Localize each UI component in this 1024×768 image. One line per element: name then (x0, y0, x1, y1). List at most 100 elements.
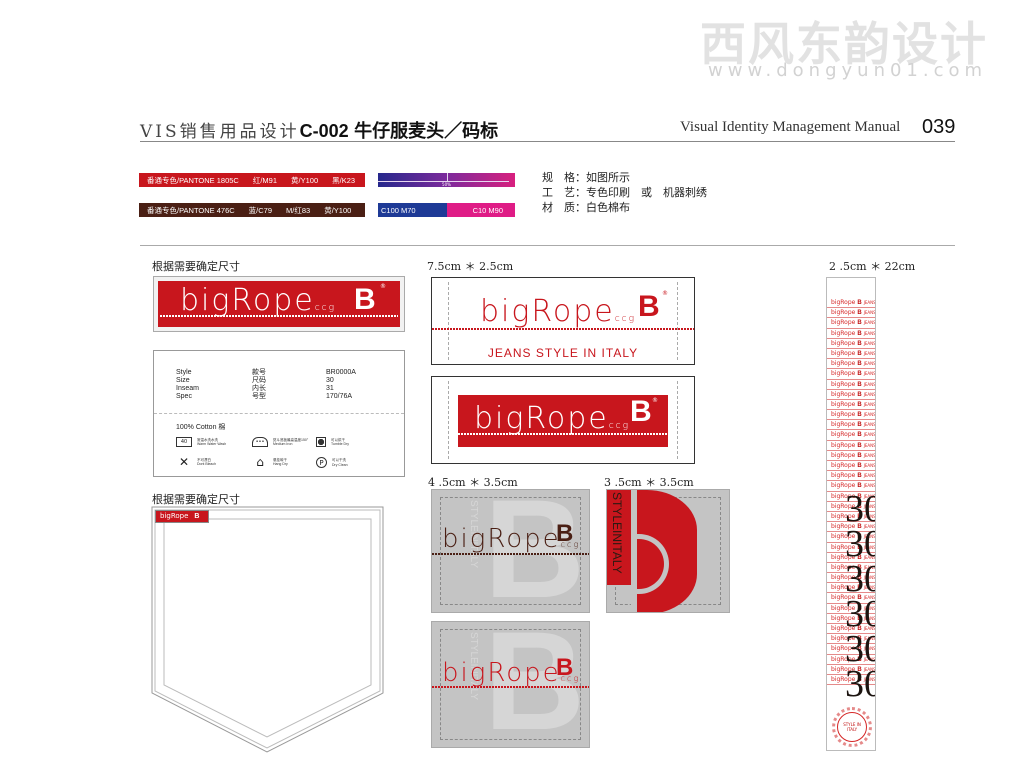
color-bar-brown: 番通专色/PANTONE 476C 蓝/C79 M/红83 黄/Y100 (139, 203, 365, 217)
care-field-cn: 尺码 (252, 377, 266, 384)
b-mark-icon: B (630, 395, 652, 428)
woven-label-red-band: bigRopeccg B ® (431, 376, 695, 464)
size-number: 30 (845, 488, 875, 530)
gradient-line (378, 181, 509, 182)
rope-line (160, 315, 398, 317)
rope-line (432, 328, 694, 330)
tumble-dry-icon (316, 437, 326, 447)
label-red-body: bigRopeccg B ® (458, 395, 668, 447)
manual-name: Visual Identity Management Manual (680, 119, 901, 135)
b-mark-icon: B (556, 654, 574, 681)
watermark-url: www.dongyun01.com (708, 60, 988, 81)
title-prefix: VIS销售用品设计 (140, 122, 300, 142)
rope-line (458, 433, 668, 435)
b-mark-icon: B (354, 283, 376, 316)
size-strip: 2 .5cm ＊ 22cm (829, 260, 916, 273)
vertical-tagline: STYLEINITALY (610, 492, 624, 574)
wordmark: bigRopeccg (442, 658, 581, 688)
title-item: 牛仔服麦头／码标 (354, 121, 499, 141)
care-field-value: 170/76A (326, 393, 353, 400)
gradient-tick (446, 173, 448, 181)
size-number: 30 (845, 593, 875, 635)
b-mark-icon: B (556, 520, 574, 547)
patch-grey-red-b: STYLEINITALY (606, 489, 730, 613)
color-value: 蓝/C79 (248, 205, 273, 215)
b-mark-icon: B (638, 290, 660, 323)
color-name: 番通专色/PANTONE 1805C (147, 175, 239, 185)
spec-size: 规 格：如图所示 (542, 171, 630, 184)
split-color-bar: C100 M70 C10 M90 (378, 203, 515, 217)
registered-icon: ® (662, 290, 668, 297)
stitch-line (440, 497, 581, 605)
fold-line (677, 381, 678, 459)
color-value: 黄/Y100 (324, 205, 352, 215)
size-patch-45: 4 .5cm ＊ 3.5cm (428, 476, 518, 489)
wordmark: bigRopeccg (180, 283, 337, 318)
caption-size-top: 根据需要确定尺寸 (152, 260, 240, 273)
no-bleach-icon: ✕ (178, 455, 190, 469)
wordmark: bigRopeccg (474, 401, 631, 436)
color-bar-red: 番通专色/PANTONE 1805C 红/M91 黄/Y100 黑/K23 (139, 173, 365, 187)
registered-icon: ® (652, 397, 658, 404)
stitch-line (440, 629, 581, 740)
vertical-tagline: STYLEINITALY (468, 500, 479, 568)
size-number: 30 (845, 558, 875, 600)
gradient-bar: 50% (378, 173, 515, 187)
spec-material: 材 质：白色棉布 (542, 201, 630, 214)
size-label-75: 7.5cm ＊ 2.5cm (427, 260, 514, 273)
color-name: 番通专色/PANTONE 476C (147, 205, 235, 215)
pocket-outline-icon (151, 506, 384, 753)
dry-clean-icon: P (316, 457, 327, 468)
care-field-cn: 款号 (252, 369, 266, 376)
care-label: Style Size Inseam Spec 款号 尺码 内长 号型 BR000… (153, 350, 405, 477)
composition: 100% Cotton 棉 (176, 424, 226, 431)
header-rule (140, 141, 955, 142)
registered-icon: ® (380, 283, 386, 290)
care-divider (154, 413, 404, 414)
watermark-brand: 西风东韵设计 (700, 17, 988, 71)
title-code: C-002 (299, 121, 349, 141)
size-number: 30 (845, 663, 875, 705)
circle-seal-icon: STYLE IN ITALY (832, 707, 872, 747)
size-number: 30 (845, 523, 875, 565)
color-value: 黑/K23 (332, 175, 356, 185)
iron-icon: ••• (252, 437, 268, 447)
gap (631, 490, 637, 612)
care-field-en: Size (176, 377, 190, 384)
care-field-en: Style (176, 369, 192, 376)
care-field-value: BR0000A (326, 369, 356, 376)
page-number: 039 (922, 116, 956, 138)
wordmark: bigRopeccg (442, 524, 581, 554)
care-field-value: 30 (326, 377, 334, 384)
size-number: 30 (845, 628, 875, 670)
patch-grey-red: B STYLEINITALY bigRopeccg B (431, 621, 590, 748)
fold-line (448, 381, 449, 459)
